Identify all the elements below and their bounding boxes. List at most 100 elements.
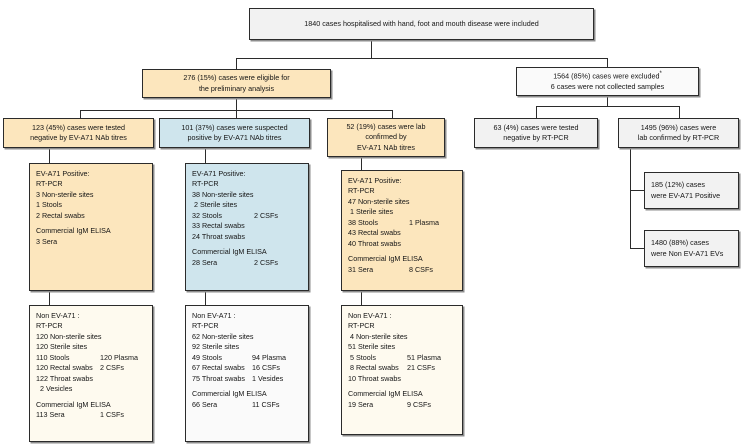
col3-neg-row-2: 51 Sterile sites [348, 342, 396, 352]
box-total-cases: 1840 cases hospitalised with hand, foot … [249, 8, 594, 40]
connector-to-nab-col3 [392, 110, 393, 118]
col2-pos-elisa-title: Commercial IgM ELISA [192, 247, 267, 257]
col1-neg-method: RT-PCR [36, 321, 63, 331]
col3-pos-row-4: 43 Rectal swabs [348, 228, 401, 238]
col1-neg-row-6: 2 Vesicles [36, 384, 73, 394]
col3-neg-title: Non EV-A71 : [348, 311, 392, 320]
box-pcr-child1-line2: were EV-A71 Positive [651, 190, 721, 200]
col2-pos-title: EV-A71 Positive: [192, 169, 246, 178]
box-pcr-child2-line2: were Non EV-A71 EVs [651, 248, 724, 258]
connector-pcr-spine [630, 148, 631, 248]
box-excluded: 1564 (85%) cases were excluded* 6 cases … [516, 67, 699, 96]
connector-excluded-stem [607, 96, 608, 106]
box-total-cases-label: 1840 cases hospitalised with hand, foot … [304, 18, 539, 28]
col3-pos-row-2: 1 Sterile sites [348, 207, 394, 217]
col1-pos-title: EV-A71 Positive: [36, 169, 90, 178]
connector-to-pcr-confirmed [679, 106, 680, 118]
box-pcr-negative: 63 (4%) cases were tested negative by RT… [474, 118, 598, 148]
box-col3-ev-a71-positive: EV-A71 Positive: RT-PCR 47 Non-sterile s… [341, 170, 463, 291]
box-pcr-child-ev-a71-positive: 185 (12%) cases were EV-A71 Positive [644, 172, 739, 209]
box-col1-ev-a71-positive: EV-A71 Positive: RT-PCR 3 Non-sterile si… [29, 163, 153, 291]
connector-top-split [236, 58, 608, 59]
col3-pos-row-1: 47 Non-sterile sites [348, 196, 410, 206]
connector-eligible-stem [236, 98, 237, 110]
connector-to-nab-col1 [80, 110, 81, 118]
col2-pos-row-4: 33 Rectal swabs [192, 221, 245, 231]
col3-pos-title: EV-A71 Positive: [348, 176, 402, 185]
box-excluded-line2: 6 cases were not collected samples [550, 82, 665, 92]
col1-neg-row-1: 120 Non-sterile sites [36, 331, 102, 341]
col2-neg-method: RT-PCR [192, 321, 219, 331]
box-nab-col3-header: 52 (19%) cases were lab confirmed by EV-… [327, 118, 445, 157]
box-pcr-confirmed: 1495 (96%) cases were lab confirmed by R… [618, 118, 739, 148]
box-nab-col1-header-line1: 123 (45%) cases were tested [31, 122, 126, 132]
footnote-asterisk: * [659, 71, 662, 78]
box-nab-col1-header: 123 (45%) cases were tested negative by … [3, 118, 154, 148]
box-eligible-line1: 276 (15%) cases were eligible for [183, 73, 290, 83]
box-pcr-child1-line1: 185 (12%) cases [651, 180, 705, 190]
col1-pos-elisa-row-1: 3 Sera [36, 236, 58, 246]
col2-neg-elisa-title: Commercial IgM ELISA [192, 389, 267, 399]
col1-pos-row-1: 3 Non-sterile sites [36, 189, 94, 199]
box-col2-ev-a71-positive: EV-A71 Positive: RT-PCR 38 Non-sterile s… [185, 163, 309, 291]
box-pcr-negative-line1: 63 (4%) cases were tested [493, 122, 579, 132]
box-pcr-child2-line1: 1480 (88%) cases [651, 238, 709, 248]
col3-pos-row-5: 40 Throat swabs [348, 238, 402, 248]
box-eligible-line2: the preliminary analysis [198, 83, 275, 93]
col2-pos-row-5: 24 Throat swabs [192, 231, 246, 241]
col1-neg-row-2: 120 Sterile sites [36, 342, 88, 352]
col3-pos-method: RT-PCR [348, 186, 375, 196]
col1-neg-row-5: 122 Throat swabs [36, 373, 94, 383]
connector-to-pcr-negative [536, 106, 537, 118]
col1-neg-elisa-title: Commercial IgM ELISA [36, 399, 111, 409]
box-pcr-confirmed-line1: 1495 (96%) cases were [640, 122, 717, 132]
connector-to-eligible [236, 58, 237, 69]
connector-pcr-to-child2 [630, 248, 644, 249]
col3-neg-method: RT-PCR [348, 321, 375, 331]
col3-neg-row-5: 10 Throat swabs [348, 373, 402, 383]
box-col1-non-ev-a71: Non EV-A71 : RT-PCR 120 Non-sterile site… [29, 305, 153, 442]
col2-neg-row-1: 62 Non-sterile sites [192, 331, 254, 341]
box-nab-col3-header-line1: 52 (19%) cases were lab [346, 121, 426, 131]
box-pcr-confirmed-line2: lab confirmed by RT-PCR [637, 133, 720, 142]
col1-pos-elisa-title: Commercial IgM ELISA [36, 226, 111, 236]
box-col2-non-ev-a71: Non EV-A71 : RT-PCR 62 Non-sterile sites… [185, 305, 309, 442]
col2-neg-row-2: 92 Sterile sites [192, 342, 240, 352]
box-nab-col3-header-line3: EV-A71 NAb titres [357, 142, 415, 152]
connector-pcr-split [536, 106, 679, 107]
box-nab-col2-header: 101 (37%) cases were suspected positive … [159, 118, 310, 148]
col3-neg-elisa-title: Commercial IgM ELISA [348, 389, 423, 399]
col3-neg-row-1: 4 Non-sterile sites [348, 331, 408, 341]
box-excluded-line1: 1564 (85%) cases were excluded [553, 71, 660, 81]
box-nab-col2-header-line2: positive by EV-A71 NAb titres [187, 133, 282, 142]
col2-pos-method: RT-PCR [192, 179, 219, 189]
connector-to-nab-col2 [236, 110, 237, 118]
col3-pos-elisa-title: Commercial IgM ELISA [348, 254, 423, 264]
connector-to-excluded [607, 58, 608, 69]
box-col3-non-ev-a71: Non EV-A71 : RT-PCR 4 Non-sterile sites … [341, 305, 463, 435]
box-eligible: 276 (15%) cases were eligible for the pr… [142, 69, 331, 98]
connector-top-stem [371, 40, 372, 58]
col1-neg-title: Non EV-A71 : [36, 311, 80, 320]
box-pcr-negative-line2: negative by RT-PCR [503, 133, 569, 142]
col2-pos-row-1: 38 Non-sterile sites [192, 189, 254, 199]
box-nab-col1-header-line2: negative by EV-A71 NAb titres [30, 133, 127, 142]
col2-neg-title: Non EV-A71 : [192, 311, 236, 320]
box-nab-col3-header-line2: confirmed by [365, 132, 407, 142]
col1-pos-row-2: 1 Stools [36, 200, 62, 210]
box-pcr-child-non-ev-a71: 1480 (88%) cases were Non EV-A71 EVs [644, 230, 739, 267]
